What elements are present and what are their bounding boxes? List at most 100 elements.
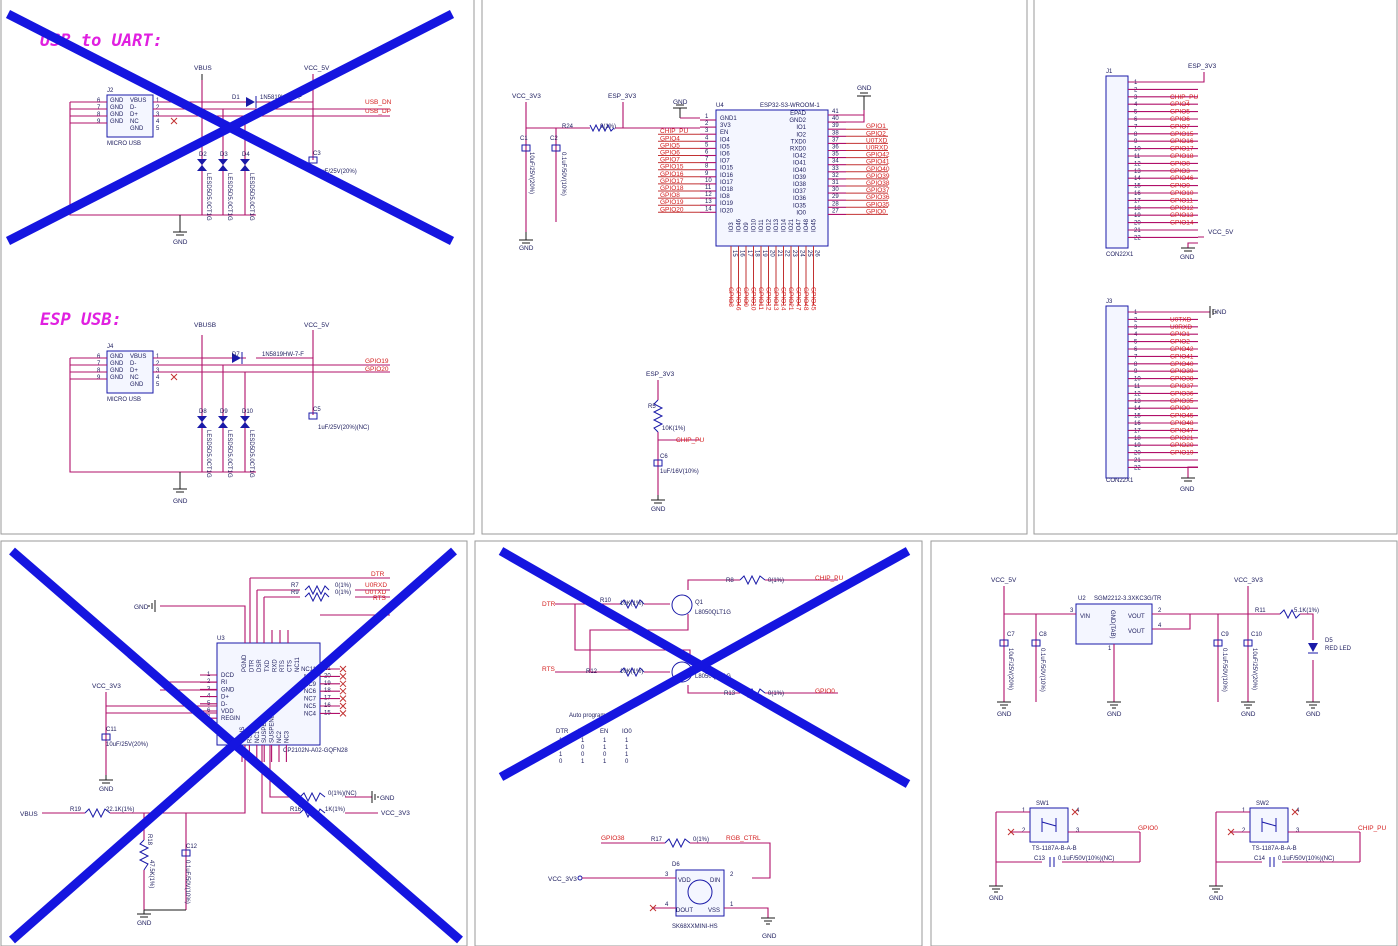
autoprog-r10-icon [619, 598, 645, 610]
usb-uart-left-pin-label: GND [110, 119, 124, 125]
reset-gnd-label: GND [651, 506, 666, 513]
module-right-pin-name: IO36 [793, 196, 807, 202]
module-right-pin-num: 33 [832, 166, 839, 172]
module-left-net-label: GPIO19 [660, 199, 684, 206]
usb-uart-nc-mark [170, 117, 178, 125]
regulator-vin-pin: VIN [1080, 614, 1090, 620]
bridge-nc-mark [339, 680, 347, 688]
module-bottom-net-label: GPIO11 [757, 287, 764, 310]
j1-pin-num: 1 [1134, 80, 1138, 86]
j1-part: CON22X1 [1106, 252, 1134, 258]
regulator-gnd-icon [1241, 701, 1255, 709]
esp-usb-right-pin-label: GND [130, 382, 144, 388]
j1-vcc-label: ESP_3V3 [1188, 63, 1217, 70]
j3-pin-num: 11 [1134, 384, 1141, 390]
j1-net-label: GPIO5 [1170, 109, 1190, 116]
bridge-r16-value: 1K(1%) [325, 807, 345, 813]
bridge-right-pin-name: NC4 [304, 711, 317, 717]
j1-pin-num: 20 [1134, 221, 1141, 227]
j3-net-label: GPIO20 [1170, 442, 1194, 449]
rgb-section: GPIO38 R17 0(1%) RGB_CTRL D6 SK68XXMINI-… [548, 835, 777, 940]
module-right-pin-name: RXD0 [790, 147, 807, 153]
bridge-rst-wires [261, 745, 378, 814]
j3-net-label: GPIO0 [1170, 405, 1190, 412]
esp-usb-connector-ref: J4 [107, 344, 114, 350]
j1-pin-num: 14 [1134, 176, 1141, 182]
bridge-c11-icon [101, 733, 111, 741]
j3-pin-num: 10 [1134, 377, 1141, 383]
usb-uart-tvs-icon [197, 165, 207, 171]
strike-usb-uart-b [5, 9, 455, 246]
module-right-pin-num: 31 [832, 180, 839, 186]
j3-net-label: GPIO1 [1170, 331, 1190, 338]
j1-net-label: GPIO4 [1170, 101, 1190, 108]
bridge-ref: U3 [217, 636, 225, 642]
usb-uart-right-pin-label: D+ [130, 112, 138, 118]
bridge-nc-mark [339, 710, 347, 717]
module-right-net-label: GPIO40 [866, 166, 890, 173]
module-left-pin-name: IO20 [720, 208, 734, 214]
regulator-part: SGM2212-3.3XKC3G/TR [1094, 596, 1162, 602]
autoprog-r8-value: 0(1%) [768, 578, 784, 584]
bridge-nc-mark [339, 673, 347, 680]
module-right-pin-num: 29 [832, 194, 839, 200]
rgb-ctrl-label: RGB_CTRL [726, 835, 761, 842]
module-gnd-label: GND [519, 245, 534, 252]
module-left-pin-num: 8 [705, 164, 709, 170]
autoprog-r13-value: 0(1%) [768, 691, 784, 697]
button-gnd-label: GND [989, 895, 1004, 902]
j3-gnd-top-label: GND [1212, 309, 1227, 316]
bridge-r16-ref: R16 [290, 807, 302, 813]
j1-net-label: CHIP_PU [1170, 94, 1198, 101]
bridge-left-pin-name: GND [221, 687, 235, 693]
module-r24-value: 0(1%) [600, 124, 616, 130]
esp-usb-left-pin-label: GND [110, 354, 124, 360]
button-cap-value: 0.1uF/50V(10%)(NC) [1058, 856, 1114, 862]
usb-uart-tvs-icon [218, 165, 228, 171]
j3-net-label: GPIO38 [1170, 376, 1194, 383]
bridge-top-pin-name: RXD [272, 659, 278, 672]
bridge-right-pin-name: NC9 [304, 682, 317, 688]
panel-autoprog [474, 540, 923, 946]
rgb-input-wires [601, 842, 771, 879]
autoprog-table-title: Auto program [569, 713, 605, 719]
esp-usb-tvs-icon [240, 416, 250, 422]
truth-table-header: IO0 [622, 729, 632, 735]
bridge-bottom-pin-name: SUSPENDb [270, 710, 276, 743]
module-left-net-label: GPIO17 [660, 178, 684, 185]
button-cap-value: 0.1uF/50V(10%)(NC) [1278, 856, 1334, 862]
module-r24-ref: R24 [562, 124, 574, 130]
regulator-gnd-icon [1107, 701, 1121, 709]
button-body [1029, 807, 1069, 843]
j1-net-label: GPIO11 [1170, 197, 1193, 204]
truth-table-cell: 1 [559, 752, 563, 758]
esp-usb-schottky-icon [232, 353, 241, 363]
panel-power [930, 540, 1398, 946]
j3-pin-num: 17 [1134, 428, 1141, 434]
j1-pin-num: 16 [1134, 191, 1141, 197]
module-left-pin-name: GND1 [720, 116, 737, 122]
module-right-pin-num: 36 [832, 145, 839, 151]
j3-pin-num: 13 [1134, 399, 1141, 405]
regulator-r11-value: 5.1K(1%) [1294, 608, 1319, 614]
j3-pin-num: 22 [1134, 465, 1141, 471]
esp-usb-diode-ref: D7 [232, 352, 240, 358]
j1-net-label: GPIO15 [1170, 131, 1194, 138]
esp-usb-tvs-part: LESD5D5.0CT1G [226, 430, 232, 478]
regulator-led-icon [1308, 643, 1318, 652]
regulator-vin-label: VCC_5V [991, 577, 1017, 584]
esp-usb-tvs-part: LESD5D5.0CT1G [248, 430, 254, 478]
module-left-net-label: GPIO6 [660, 150, 680, 157]
bridge-top-pin-name: CTS [288, 660, 294, 672]
button-pin-num: 4 [1076, 808, 1080, 814]
j3-pin-num: 20 [1134, 451, 1141, 457]
module-bottom-pin-name: IO45 [812, 218, 818, 232]
bridge-signal-wires [250, 577, 390, 616]
bridge-gnd-bottom-label: GND [137, 920, 152, 927]
bridge-r14-value: 0(1%)(NC) [328, 791, 357, 797]
module-bottom-pin-num: 16 [739, 250, 745, 257]
